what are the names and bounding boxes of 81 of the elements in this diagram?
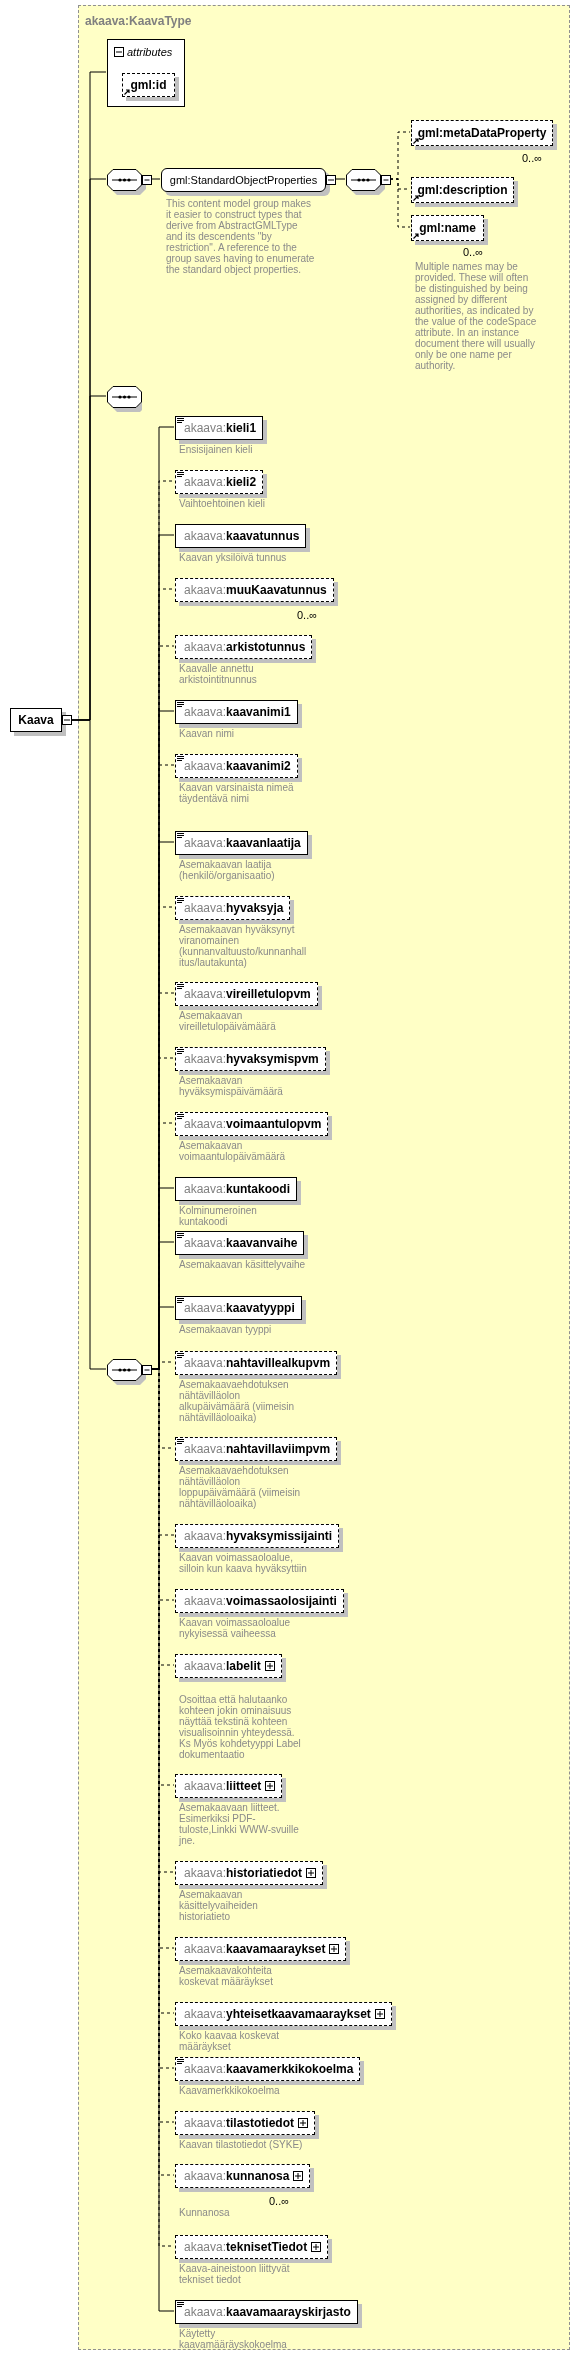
connector-line	[389, 178, 411, 228]
annotation-text: Ensisijainen kieli	[179, 444, 254, 455]
annotation-text: Kaavan yksilöivä tunnus	[179, 552, 288, 563]
annotation-text: Kaavamerkkikokoelma	[179, 2085, 281, 2096]
element-name: akaava:nahtavillealkupvm	[184, 1355, 331, 1372]
connector-line	[71, 719, 107, 1370]
element-name: akaava:kieli1	[184, 420, 257, 437]
element-name: akaava:labelit	[184, 1658, 261, 1675]
group-name: gml:StandardObjectProperties	[169, 172, 318, 188]
annotation-text: Asemakaavan laatija (henkilö/organisaatio)	[179, 859, 276, 881]
element-name: akaava:yhteisetkaavamaaraykset	[184, 2006, 371, 2023]
annotation-text: Kaavan nimi	[179, 728, 236, 739]
element-name: gml:metaDataProperty	[417, 125, 547, 142]
element-name: gml:name	[419, 220, 476, 237]
multiplicity-label: 0..∞	[269, 2194, 290, 2209]
element-name: akaava:kaavanimi2	[184, 758, 291, 775]
element-name: akaava:hyvaksymispvm	[184, 1051, 319, 1068]
annotation-text: Asemakaavan tyyppi	[179, 1324, 273, 1335]
annotation-text: Kaavan voimassaoloalue nykyisessä vaiheessa	[179, 1617, 292, 1639]
element-name: akaava:kaavamaaraykset	[184, 1941, 326, 1958]
element-name: akaava:historiatiedot	[184, 1865, 303, 1882]
element-name: akaava:hyvaksyja	[184, 900, 284, 917]
element-name: akaava:kunnanosa	[184, 2168, 290, 2185]
multiplicity-label: 0..∞	[297, 608, 318, 623]
multiplicity-label: 0..∞	[522, 151, 543, 166]
connector-line	[150, 178, 161, 180]
annotation-text: This content model group makes it easier to construct types that derive from AbstractGMLType and its descendents "by restriction". A reference to the group saves having to enumerate the standard object properties.	[166, 198, 316, 275]
annotation-text: Koko kaavaa koskevat määräykset	[179, 2030, 281, 2052]
type-title: akaava:KaavaType	[85, 13, 192, 30]
annotation-text: Osoittaa että halutaanko kohteen jokin ominaisuus näyttää tekstinä kohteen visualisoinnin yhteydessä. Ks Myös kohdetyyppi Label dokumentaatio	[179, 1694, 302, 1760]
attributes-label: attributes	[127, 45, 173, 60]
element-name: akaava:kaavanlaatija	[184, 835, 301, 852]
annotation-text: Asemakaavaehdotuksen nähtävilläolon loppupäivämäärä (viimeisin nähtävilläoloaika)	[179, 1465, 302, 1509]
annotation-text: Käytetty kaavamääräyskokoelma	[179, 2328, 288, 2350]
annotation-text: Asemakaavan käsittelyvaihe	[179, 1259, 307, 1270]
element-name: akaava:kaavatunnus	[184, 528, 300, 545]
annotation-text: Asemakaavaehdotuksen nähtävilläolon alkupäivämäärä (viimeisin nähtävilläoloaika)	[179, 1379, 296, 1423]
element-name: akaava:kaavamerkkikokoelma	[184, 2061, 354, 2078]
element-name: akaava:kaavanimi1	[184, 704, 291, 721]
annotation-text: Kaavalle annettu arkistointitnunnus	[179, 663, 258, 685]
annotation-text: Asemakaavan voimaantulopäivämäärä	[179, 1140, 287, 1162]
element-name: akaava:kaavamaarayskirjasto	[184, 2304, 351, 2321]
element-name: akaava:vireilletulopvm	[184, 986, 311, 1003]
element-name: gml:id	[130, 77, 167, 94]
element-name: akaava:liitteet	[184, 1778, 262, 1795]
element-name: akaava:kaavatyyppi	[184, 1300, 295, 1317]
annotation-text: Asemakaavaan liitteet. Esimerkiksi PDF-tuloste,Linkki WWW-svuille jne.	[179, 1802, 300, 1846]
element-name: akaava:kuntakoodi	[184, 1181, 291, 1198]
annotation-text: Asemakaavakohteita koskevat määräykset	[179, 1965, 274, 1987]
multiplicity-label: 0..∞	[463, 245, 484, 260]
annotation-text: Asemakaavan hyväksymispäivämäärä	[179, 1075, 284, 1097]
sequence-compositor	[107, 386, 142, 412]
annotation-text: Kolminumeroinen kuntakoodi	[179, 1205, 258, 1227]
element-name: akaava:hyvaksymissijainti	[184, 1528, 333, 1545]
element-name: gml:description	[417, 182, 508, 199]
annotation-text: Kaavan varsinaista nimeä täydentävä nimi	[179, 782, 295, 804]
sequence-compositor	[107, 1359, 152, 1385]
element-name: akaava:nahtavillaviimpvm	[184, 1441, 331, 1458]
annotation-text: Kaavan voimassaoloalue, silloin kun kaava hyväksyttiin	[179, 1552, 307, 1574]
element-name: akaava:kieli2	[184, 474, 257, 491]
element-name: akaava:voimassaolosijainti	[184, 1593, 337, 1610]
attributes-box	[107, 39, 185, 107]
annotation-text: Kaava-aineistoon liittyvät tekniset tiedot	[179, 2263, 291, 2285]
sequence-compositor	[107, 169, 152, 195]
annotation-text: Kaavan tilastotiedot (SYKE)	[179, 2139, 304, 2150]
annotation-text: Kunnanosa	[179, 2207, 231, 2218]
annotation-text: Multiple names may be provided. These will often be distinguished by being assigned by different authorities, as indicated by the value of the codeSpace attribute. In an instance document there will usually only be one name per authority.	[415, 261, 537, 371]
element-name: akaava:muuKaavatunnus	[184, 582, 327, 599]
complex-type-panel	[78, 5, 570, 2350]
annotation-text: Asemakaavan käsittelyvaiheiden historiatieto	[179, 1889, 259, 1922]
element-name: akaava:tilastotiedot	[184, 2115, 295, 2132]
annotation-text: Asemakaavan vireilletulopäivämäärä	[179, 1010, 277, 1032]
element-name: akaava:arkistotunnus	[184, 639, 306, 656]
element-name: akaava:kaavanvaihe	[184, 1235, 298, 1252]
annotation-text: Asemakaavan hyväksynyt viranomainen (kunnanvaltuusto/kunnanhallitus/lautakunta)	[179, 924, 307, 968]
sequence-compositor	[346, 169, 391, 195]
element-name: akaava:voimaantulopvm	[184, 1116, 322, 1133]
annotation-text: Vaihtoehtoinen kieli	[179, 498, 266, 509]
connector-line	[334, 178, 346, 180]
element-name: Kaava	[18, 712, 54, 729]
element-name: akaava:teknisetTiedot	[184, 2239, 308, 2256]
